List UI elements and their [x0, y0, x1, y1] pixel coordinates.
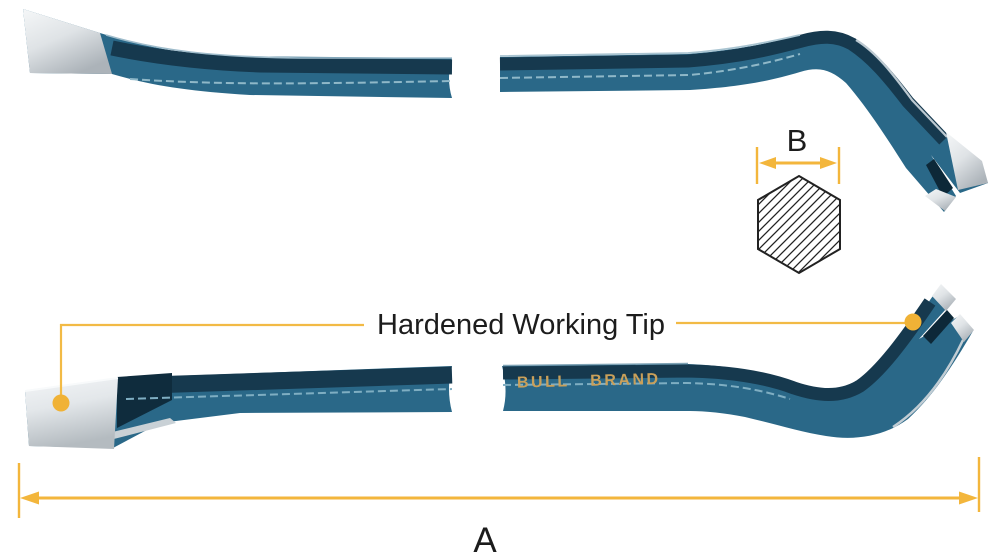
bar-body — [23, 9, 452, 98]
crowbar-top-view — [23, 9, 988, 212]
bar-specular-highlight — [499, 53, 801, 79]
neck-dark-facet — [117, 373, 172, 428]
label-dimension-a: A — [473, 521, 497, 560]
claw-notch-shadow — [926, 159, 953, 197]
chisel-top-bevel-highlight — [24, 377, 119, 392]
dimension-a: A — [17, 457, 981, 560]
claw-notch-shadow — [923, 310, 954, 344]
bar-top-facet-shading — [499, 30, 949, 145]
crowbar-top-left-half — [23, 9, 453, 98]
crowbar-bottom-view: BULL BRAND — [24, 284, 974, 449]
claw-tip-steel-upper — [932, 284, 956, 311]
dim-a-arrowhead-left — [20, 491, 39, 505]
hardened-tip-callout: Hardened Working Tip — [52, 309, 922, 412]
bar-top-rim-highlight — [105, 34, 452, 59]
dimension-b: B — [755, 123, 841, 184]
bar-top-rim-highlight — [502, 362, 689, 367]
claw-outer-edge-highlight — [855, 39, 948, 138]
crowbar-top-right-half — [499, 30, 988, 212]
neck-steel-sliver — [100, 418, 176, 441]
dim-a-arrowhead-right — [959, 491, 978, 505]
crowbar-bottom-left-half — [24, 366, 453, 449]
bar-body — [502, 286, 973, 438]
chisel-tip-steel — [25, 378, 118, 449]
bar-top-rim-highlight — [499, 34, 801, 57]
dim-b-arrowhead-right — [820, 157, 837, 169]
claw-tip-steel-lower — [925, 189, 956, 211]
bar-top-facet-shading — [119, 366, 453, 395]
bar-top-facet-shading — [502, 298, 936, 401]
claw-outer-edge-highlight — [892, 339, 965, 429]
crowbar-bottom-right-half: BULL BRAND — [502, 284, 974, 438]
claw-tip-steel-lower — [951, 314, 974, 342]
tip-marker-dot-left — [52, 394, 70, 412]
hex-section-outline — [757, 174, 841, 275]
bar-specular-highlight — [129, 78, 453, 85]
dim-b-arrowhead-left — [759, 157, 776, 169]
bar-specular-highlight — [125, 388, 453, 400]
chisel-tip-steel — [23, 9, 112, 74]
tip-marker-dot-right — [904, 313, 922, 331]
bar-specular-highlight — [502, 381, 791, 400]
claw-tip-steel-upper — [946, 132, 988, 190]
label-hardened-working-tip: Hardened Working Tip — [377, 309, 665, 341]
bar-top-facet-shading — [110, 40, 453, 75]
hex-cross-section: B — [755, 123, 841, 275]
label-dimension-b: B — [787, 123, 808, 158]
brand-stamp-text: BULL BRAND — [517, 371, 661, 392]
